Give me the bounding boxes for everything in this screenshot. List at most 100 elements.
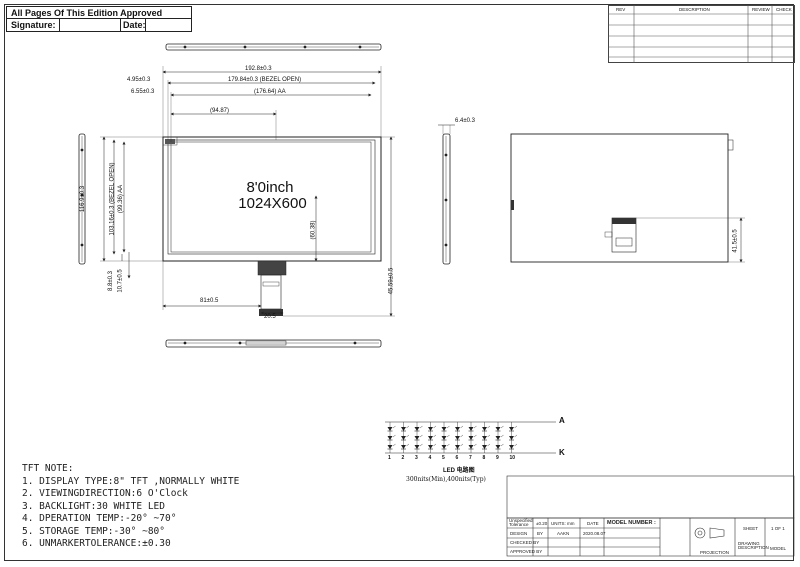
led-emission-ray bbox=[473, 443, 477, 447]
led-count-label: 3 bbox=[415, 455, 418, 461]
led-emission-ray bbox=[433, 425, 437, 429]
dim-total-height: 45.59±0.5 bbox=[388, 267, 395, 295]
signature-label: Signature: bbox=[11, 20, 56, 30]
led-diode bbox=[482, 427, 487, 431]
led-emission-ray bbox=[514, 434, 518, 438]
led-emission-ray bbox=[460, 434, 464, 438]
led-count-label: 7 bbox=[469, 455, 472, 461]
led-emission-ray bbox=[392, 425, 396, 429]
tft-note-line: 2. VIEWINGDIRECTION:6 O'Clock bbox=[22, 488, 188, 499]
led-anode-label: A bbox=[559, 416, 565, 425]
rev-header: REV bbox=[616, 7, 626, 12]
led-diode bbox=[468, 436, 474, 440]
led-diode bbox=[414, 436, 420, 440]
by-label: BY bbox=[537, 531, 544, 536]
led-emission-ray bbox=[419, 425, 423, 429]
model-number-label: MODEL NUMBER : bbox=[607, 520, 656, 526]
tft-note: TFT NOTE: 1. DISPLAY TYPE:8" TFT ,NORMAL… bbox=[22, 463, 239, 551]
date-label: Date: bbox=[123, 20, 146, 30]
led-diode bbox=[509, 445, 514, 449]
dim-rear-height: 41.5±0.5 bbox=[732, 229, 739, 253]
front-view bbox=[162, 136, 382, 316]
led-emission-ray bbox=[433, 443, 437, 447]
projection-label: PROJECTION bbox=[700, 550, 730, 555]
right-side-view bbox=[438, 124, 455, 265]
tft-note-heading: TFT NOTE: bbox=[22, 463, 74, 474]
review-header: REVIEW bbox=[752, 7, 770, 12]
led-emission-ray bbox=[446, 443, 450, 447]
sheet-value: 1 OF 1 bbox=[771, 526, 785, 531]
dim-fpc-height: (60.38) bbox=[310, 220, 317, 240]
dim-thickness: 6.4±0.3 bbox=[455, 118, 475, 124]
led-emission-ray bbox=[500, 443, 504, 447]
led-emission-ray bbox=[473, 434, 477, 438]
led-diode bbox=[441, 436, 447, 440]
led-emission-ray bbox=[406, 434, 410, 438]
dim-bottom-offset-2: 10.7±0.5 bbox=[117, 269, 124, 293]
left-side-view bbox=[78, 133, 86, 265]
title-block bbox=[506, 475, 795, 557]
led-count-label: 6 bbox=[455, 455, 459, 461]
led-emission-ray bbox=[514, 443, 518, 447]
led-diode bbox=[509, 436, 514, 440]
revision-table: REV DESCRIPTION REVIEW CHECK bbox=[608, 5, 795, 63]
led-count-label: 5 bbox=[442, 455, 445, 461]
led-emission-ray bbox=[406, 443, 410, 447]
dim-outline-height: 116.9±0.3 bbox=[80, 185, 87, 213]
tolerance-label: Unspecified Tolerance bbox=[509, 518, 533, 527]
design-label: DESIGN bbox=[510, 531, 528, 536]
tft-note-line: 4. DPERATION TEMP:-20° ~70° bbox=[22, 513, 177, 524]
tft-note-line: 6. UNMARKERTOLERANCE:±0.30 bbox=[22, 538, 171, 549]
tft-note-line: 3. BACKLIGHT:30 WHITE LED bbox=[22, 500, 165, 512]
led-diode bbox=[482, 436, 487, 440]
led-emission-ray bbox=[487, 425, 491, 429]
dim-bottom-offset-1: 8.8±0.3 bbox=[107, 271, 114, 291]
checked-label: CHECKED BY bbox=[510, 540, 540, 545]
rear-view bbox=[510, 133, 745, 263]
sheet-label: SHEET bbox=[743, 526, 759, 531]
led-array bbox=[387, 422, 518, 453]
led-diode bbox=[401, 445, 406, 449]
led-count-label: 10 bbox=[509, 455, 516, 461]
dim-aa-width: (176.64) AA bbox=[254, 89, 286, 95]
led-diode bbox=[495, 427, 501, 431]
signature-field[interactable] bbox=[59, 19, 121, 32]
led-emission-ray bbox=[500, 425, 504, 429]
led-diode bbox=[428, 427, 433, 431]
led-title: LED 电路图 bbox=[443, 468, 475, 474]
led-diode bbox=[414, 427, 420, 431]
led-emission-ray bbox=[446, 425, 450, 429]
led-diode bbox=[401, 436, 406, 440]
led-emission-ray bbox=[460, 443, 464, 447]
drawing-description-label: DRAWING DESCRIPTION bbox=[738, 541, 769, 550]
led-diode bbox=[455, 427, 460, 431]
dim-outline-width: 192.8±0.3 bbox=[245, 66, 272, 72]
dim-aa-height: (99.36) AA bbox=[118, 184, 125, 214]
dim-left-offset-2: 6.55±0.3 bbox=[131, 89, 155, 95]
led-diode bbox=[468, 427, 474, 431]
dim-left-offset-1: 4.95±0.3 bbox=[127, 77, 151, 83]
units-label: UNITS: mm bbox=[551, 521, 575, 526]
display-resolution-label: 1024X600 bbox=[238, 195, 307, 212]
led-count-label: 9 bbox=[496, 455, 499, 461]
led-emission-ray bbox=[487, 434, 491, 438]
led-diode bbox=[387, 445, 393, 449]
led-emission-ray bbox=[473, 425, 477, 429]
approval-title: All Pages Of This Edition Approved bbox=[7, 7, 191, 19]
projection-icon bbox=[694, 527, 725, 539]
design-by: AAKN bbox=[557, 531, 570, 536]
top-side-view bbox=[165, 43, 382, 51]
led-emission-ray bbox=[392, 443, 396, 447]
bottom-side-view bbox=[165, 339, 382, 348]
led-diode bbox=[414, 445, 420, 449]
date-field[interactable] bbox=[145, 19, 192, 32]
led-emission-ray bbox=[487, 443, 491, 447]
led-emission-ray bbox=[514, 425, 518, 429]
led-diode bbox=[441, 427, 447, 431]
led-count-label: 8 bbox=[482, 455, 486, 461]
approval-box: All Pages Of This Edition Approved Signa… bbox=[6, 6, 192, 32]
led-count-label: 2 bbox=[401, 455, 405, 461]
dim-center-ref: (94.87) bbox=[210, 108, 230, 114]
